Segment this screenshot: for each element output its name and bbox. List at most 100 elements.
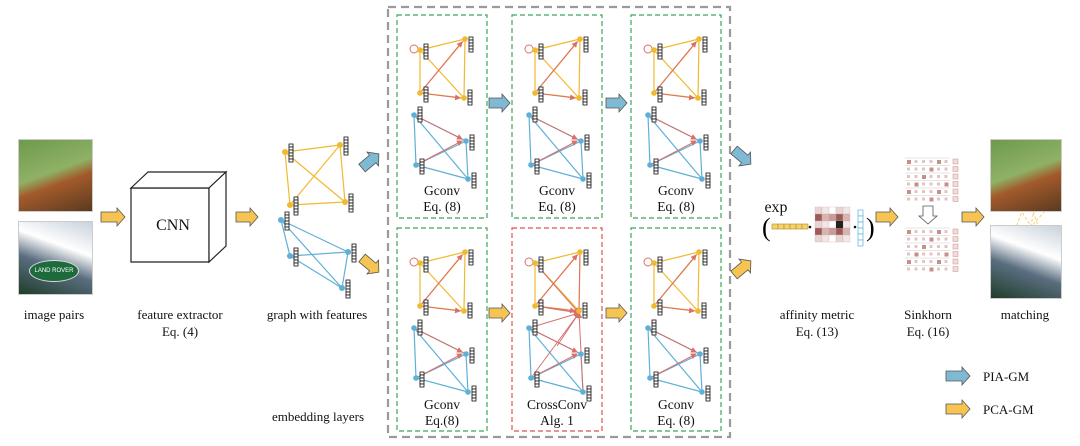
feature-vector-cell	[651, 319, 657, 324]
feature-vector-cell	[288, 158, 294, 163]
feature-vector-cell	[348, 202, 354, 207]
feature-vector-cell	[583, 255, 589, 260]
sinkhorn-matrix-cell	[944, 182, 949, 187]
legend-pca-arrow	[945, 398, 971, 420]
arrow-top-out	[730, 145, 752, 167]
feature-vector-cell	[417, 115, 423, 120]
feature-vector-cell	[538, 52, 544, 57]
arrow-to-pca-branch	[358, 253, 380, 275]
feature-vector-cell	[582, 95, 588, 100]
feature-vector-cell	[703, 134, 709, 139]
yellow-node	[462, 249, 468, 255]
sinkhorn-matrix-cell	[907, 175, 910, 178]
yellow-node	[577, 36, 583, 42]
feature-vector-cell	[532, 115, 538, 120]
row-vector-cell	[789, 223, 797, 230]
feature-vector-cell	[703, 137, 709, 142]
yellow-node	[651, 260, 657, 266]
blue-graph-edge	[649, 377, 703, 393]
sinkhorn-matrix-cell-side	[952, 181, 959, 187]
blue-node	[699, 389, 705, 395]
cnn-label: CNN	[156, 217, 190, 234]
layer-bottom-1-eq: Eq.(8)	[424, 413, 460, 428]
blue-node	[645, 325, 651, 331]
feature-vector-cell	[534, 164, 540, 169]
feature-vector-cell	[351, 243, 357, 248]
feature-vector-cell	[705, 178, 711, 183]
affinity-matrix-cell	[814, 206, 823, 215]
feature-vector-cell	[538, 256, 544, 261]
feature-vector-cell	[293, 253, 299, 258]
sinkhorn-result-cell	[937, 230, 941, 234]
self-loop	[409, 257, 419, 267]
feature-vector-cell	[468, 42, 474, 47]
input-yellow-node	[342, 199, 348, 205]
sinkhorn-matrix-cell	[907, 182, 910, 186]
feature-vector-cell	[284, 220, 290, 225]
blue-node	[413, 162, 419, 168]
feature-vector-cell	[423, 92, 429, 97]
affinity-matrix-cell	[828, 227, 837, 236]
sinkhorn-result-cell	[929, 245, 933, 248]
yellow-node	[696, 249, 702, 255]
feature-vector-cell	[532, 325, 538, 330]
feature-vector-cell	[583, 261, 589, 266]
feature-vector-cell	[657, 305, 663, 310]
affinity-matrix-cell	[835, 206, 844, 215]
feature-vector-cell	[653, 371, 659, 376]
image-pair-bottom: LAND ROVER	[18, 221, 93, 295]
sinkhorn-matrix-cell	[937, 197, 940, 201]
feature-vector-cell	[348, 208, 354, 213]
blue-node	[465, 176, 471, 182]
sinkhorn-matrix-cell	[944, 167, 948, 171]
feature-vector-cell	[583, 48, 589, 53]
gconv-box-top	[396, 14, 488, 219]
image-pairs-label: image pairs	[23, 307, 85, 322]
sinkhorn-matrix-cell	[907, 197, 910, 201]
feature-vector-cell	[423, 299, 429, 304]
feature-vector-cell	[703, 140, 709, 145]
blue-graph-edge	[413, 114, 469, 180]
sinkhorn-result-cell	[914, 230, 918, 233]
yellow-node	[462, 36, 468, 42]
dot-operator	[808, 225, 812, 229]
blue-graph-edge	[528, 114, 584, 180]
blue-graph-edge	[413, 114, 417, 166]
feature-vector-cell	[348, 199, 354, 204]
sinkhorn-iterate-arrow	[917, 205, 939, 225]
sinkhorn-result-cell	[907, 245, 910, 248]
image-pair-top	[18, 139, 93, 212]
sinkhorn-result-cell	[914, 267, 918, 271]
input-blue-edge	[289, 255, 343, 289]
blue-graph-edge	[699, 140, 703, 180]
message-edge	[419, 254, 463, 307]
layer-bottom-3-eq: Eq. (8)	[657, 413, 695, 428]
affinity-matrix-cell	[821, 206, 830, 215]
feature-vector-cell	[538, 262, 544, 267]
feature-vector-cell	[417, 109, 423, 114]
feature-vector-cell	[467, 92, 473, 97]
sinkhorn-result-cell	[937, 260, 941, 264]
feature-vector-cell	[657, 308, 663, 313]
sinkhorn-matrix-cell	[944, 197, 948, 201]
feature-vector-cell	[653, 374, 659, 379]
feature-vector-cell	[284, 211, 290, 216]
feature-vector-cell	[423, 262, 429, 267]
arrow-to-graph	[235, 206, 259, 228]
feature-vector-cell	[467, 89, 473, 94]
feature-vector-cell	[351, 255, 357, 260]
feature-vector-cell	[705, 175, 711, 180]
feature-vector-cell	[702, 45, 708, 50]
blue-graph-edge	[465, 353, 469, 393]
layer-top-3-name: Gconv	[658, 183, 694, 198]
affinity-matrix-cell	[814, 234, 823, 243]
feature-vector-cell	[345, 294, 351, 299]
sinkhorn-matrix-cell	[914, 167, 918, 171]
feature-vector-cell	[348, 196, 354, 201]
affinity-matrix-cell	[842, 206, 851, 215]
feature-vector-cell	[469, 350, 475, 355]
feature-vector-cell	[705, 172, 711, 177]
arrow-bottom-out	[730, 258, 752, 280]
feature-vector-cell	[471, 172, 477, 177]
affinity-matrix-cell	[842, 213, 851, 222]
